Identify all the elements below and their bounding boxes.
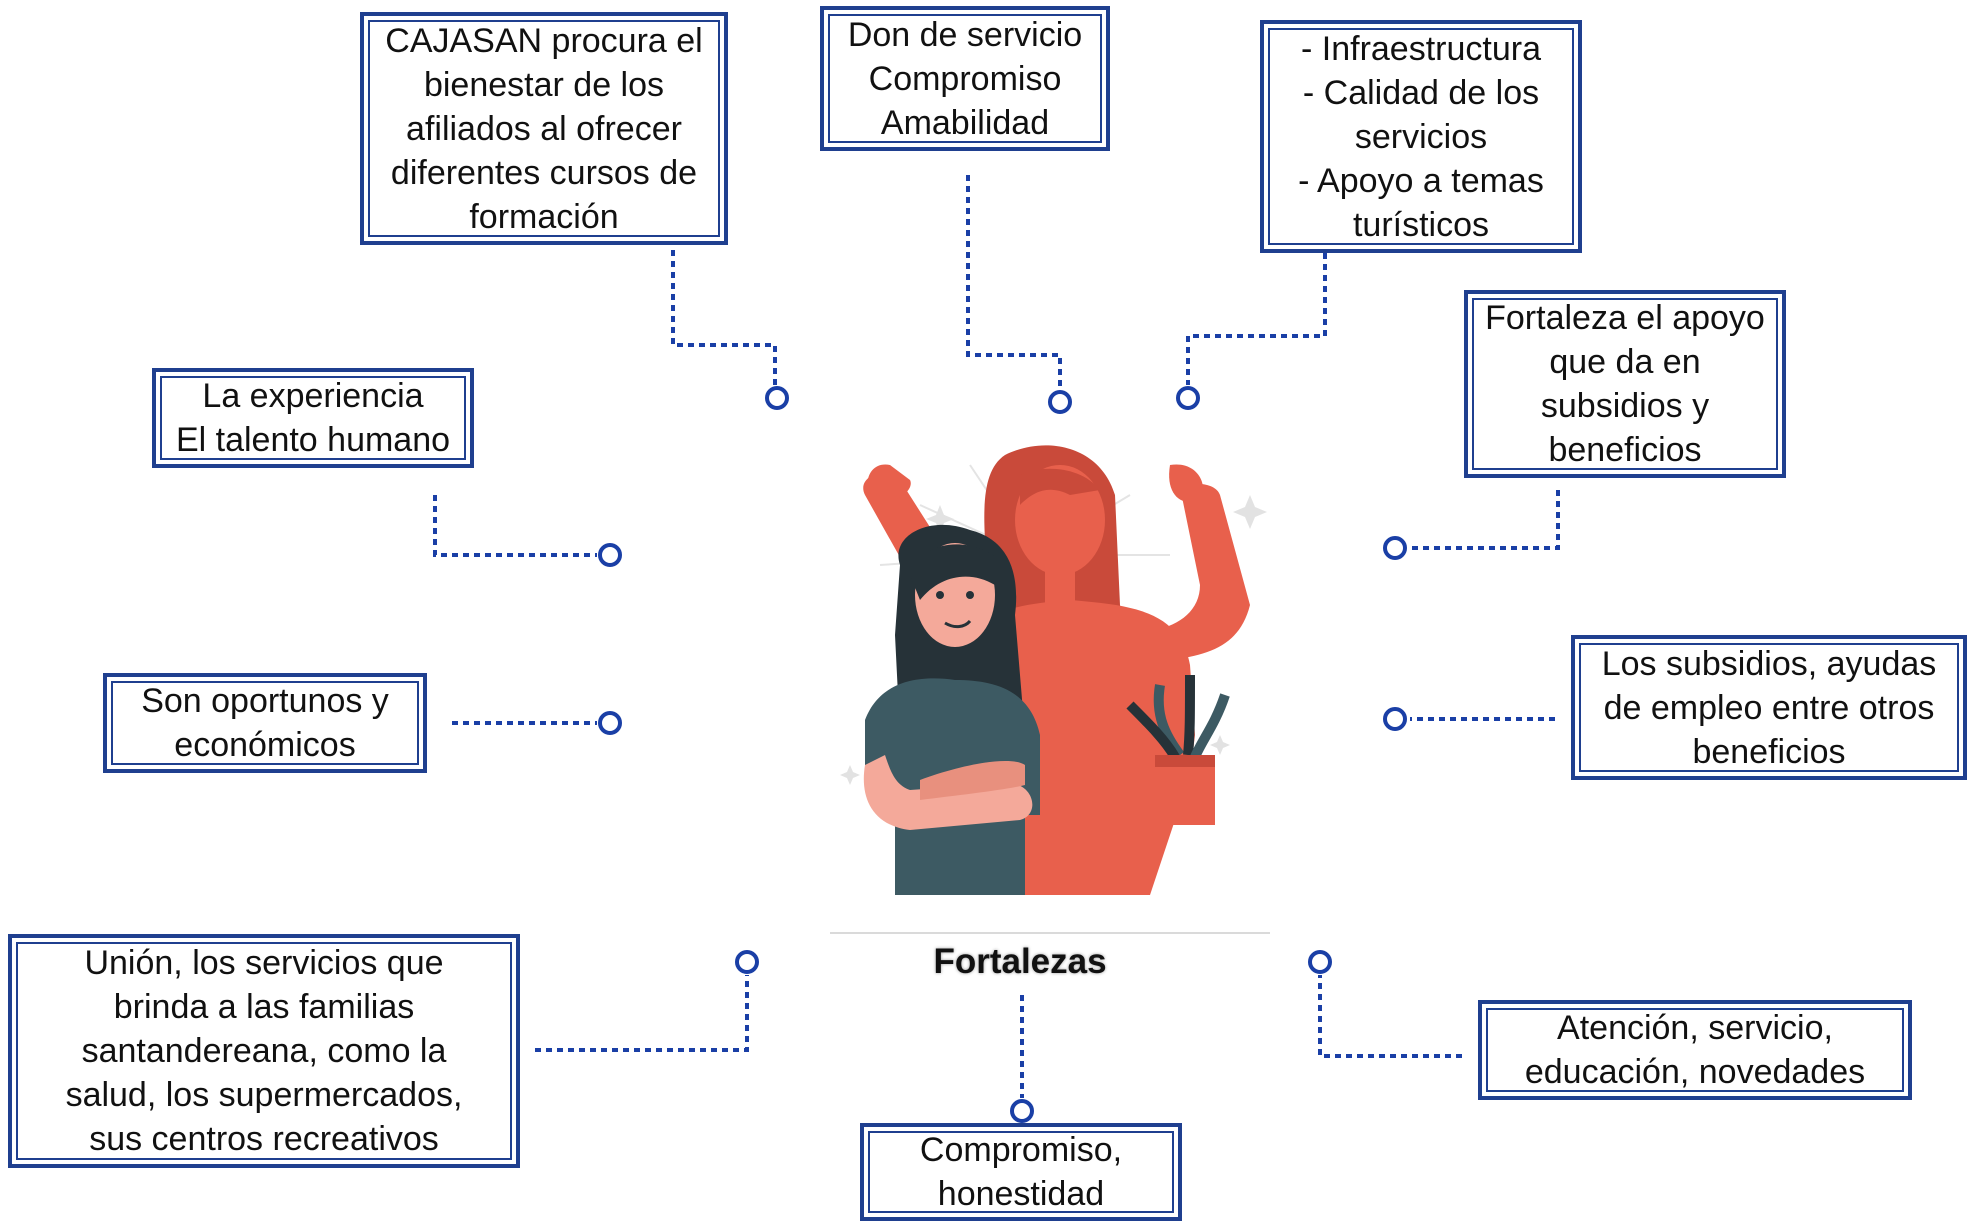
box-subsidios-text: Los subsidios, ayudas de empleo entre ot… xyxy=(1601,644,1937,771)
box-experiencia: La experiencia El talento humano xyxy=(152,368,474,468)
box-infraestructura: - Infraestructura - Calidad de los servi… xyxy=(1260,20,1582,253)
box-infraestructura-text: - Infraestructura - Calidad de los servi… xyxy=(1298,29,1544,244)
connector-union xyxy=(535,950,759,1052)
strong-women-illustration xyxy=(830,445,1270,934)
box-cajasan: CAJASAN procura el bienestar de los afil… xyxy=(360,12,728,245)
box-oportunos: Son oportunos y económicos xyxy=(103,673,427,773)
box-experiencia-text: La experiencia El talento humano xyxy=(175,377,451,459)
box-compromiso: Compromiso, honestidad xyxy=(860,1123,1182,1221)
connector-cajasan xyxy=(671,250,789,410)
connector-oportunos xyxy=(452,711,622,735)
connector-infra xyxy=(1176,253,1327,410)
box-union: Unión, los servicios que brinda a las fa… xyxy=(8,934,520,1168)
box-union-text: Unión, los servicios que brinda a las fa… xyxy=(65,944,463,1158)
center-label-fortalezas: Fortalezas xyxy=(933,942,1107,981)
connector-don xyxy=(966,175,1072,414)
box-subsidios: Los subsidios, ayudas de empleo entre ot… xyxy=(1571,635,1967,780)
box-cajasan-text: CAJASAN procura el bienestar de los afil… xyxy=(385,21,703,236)
box-fortaleza-apoyo: Fortaleza el apoyo que da en subsidios y… xyxy=(1464,290,1786,478)
box-atencion-text: Atención, servicio, educación, novedades xyxy=(1524,1009,1866,1091)
box-compromiso-text: Compromiso, honestidad xyxy=(919,1131,1123,1213)
connector-subsidios xyxy=(1383,707,1555,731)
connector-compromiso xyxy=(1010,995,1034,1123)
connector-atencion xyxy=(1308,950,1462,1058)
box-fortaleza-apoyo-text: Fortaleza el apoyo que da en subsidios y… xyxy=(1485,299,1765,469)
box-don-servicio: Don de servicio Compromiso Amabilidad xyxy=(820,6,1110,151)
box-oportunos-text: Son oportunos y económicos xyxy=(141,682,389,764)
box-don-servicio-text: Don de servicio Compromiso Amabilidad xyxy=(847,15,1083,142)
connector-fortaleza xyxy=(1383,490,1560,560)
box-atencion: Atención, servicio, educación, novedades xyxy=(1478,1000,1912,1100)
girl xyxy=(863,524,1040,895)
plant xyxy=(1126,674,1230,825)
connector-experiencia xyxy=(433,495,622,567)
